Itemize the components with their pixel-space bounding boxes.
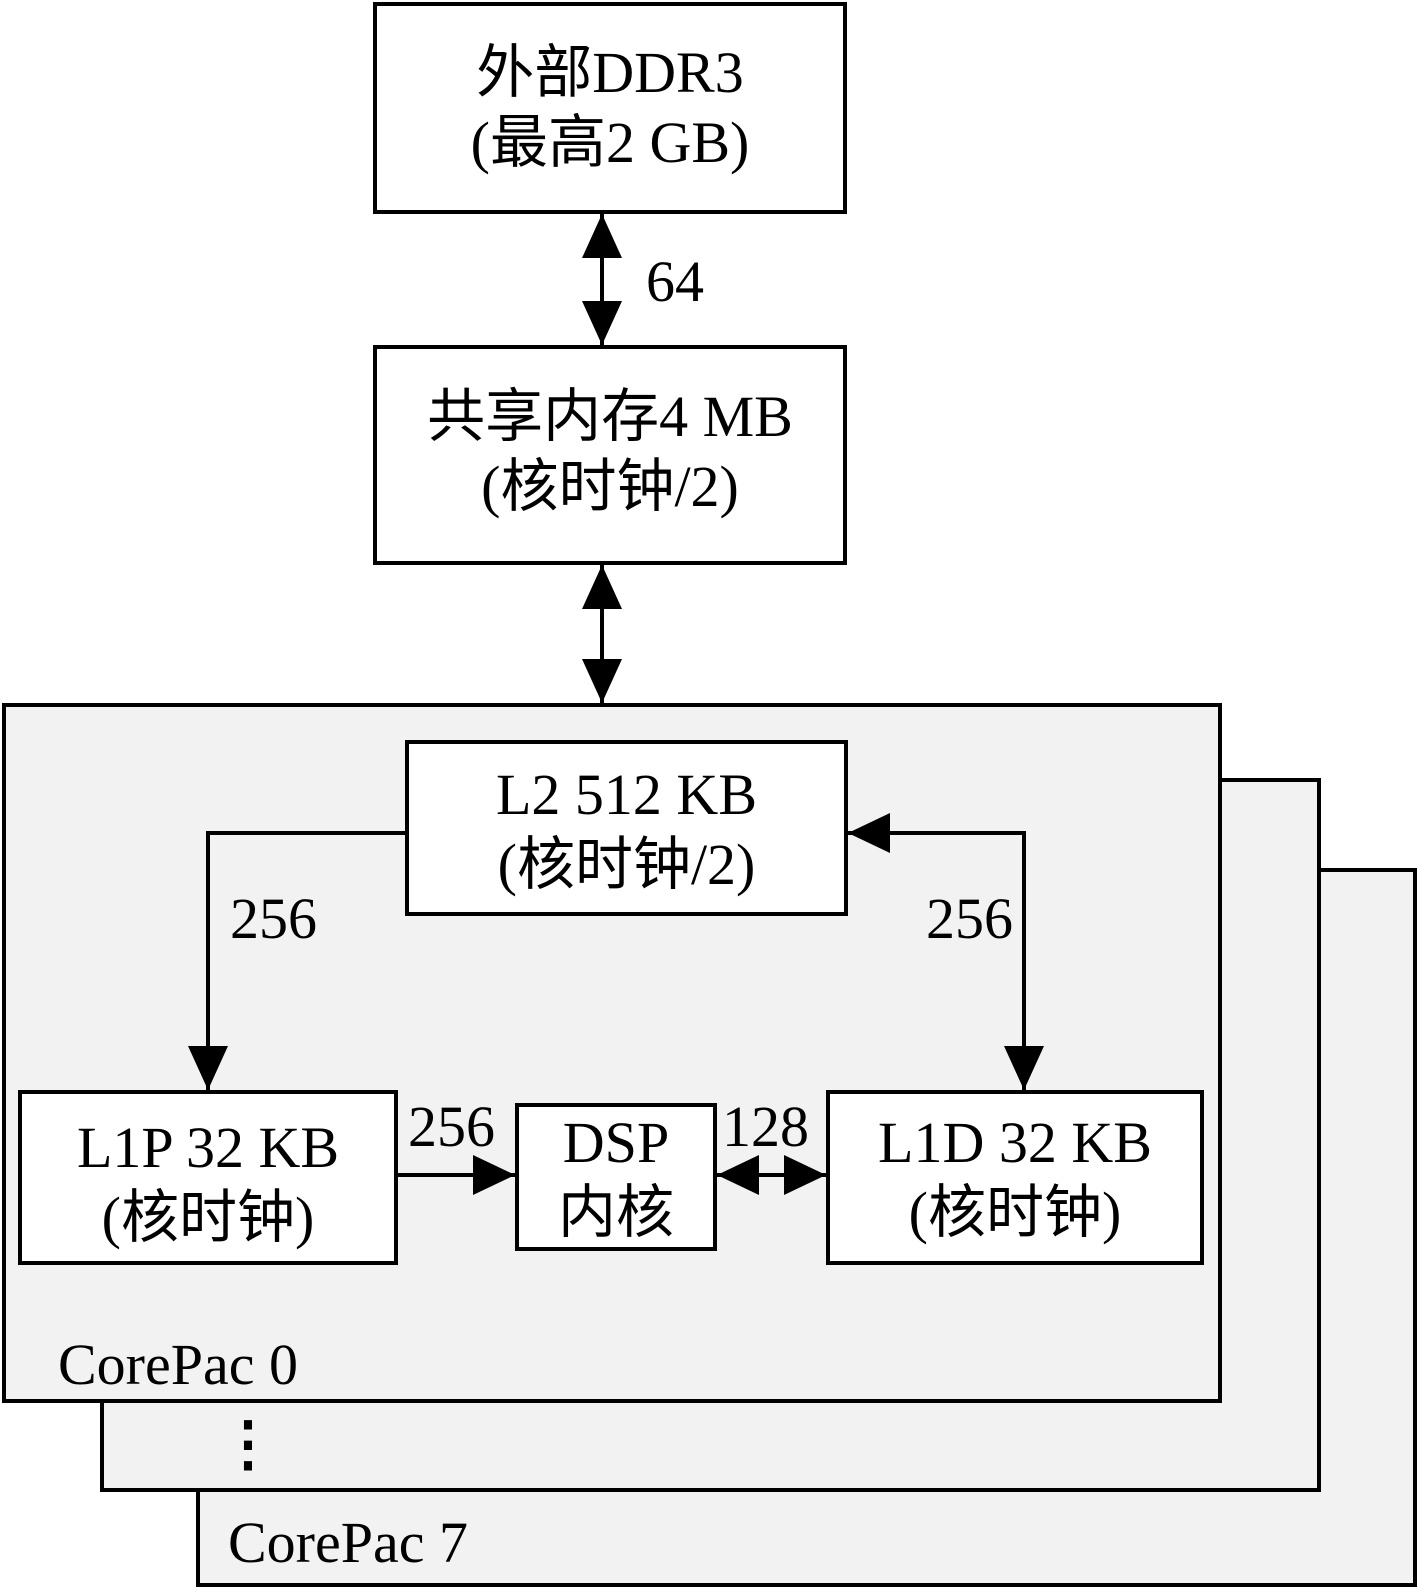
ddr3-label: 外部DDR3 (最高2 GB): [373, 38, 847, 177]
ddr3-capacity: (最高2 GB): [470, 109, 750, 175]
arrow-l2-l1d: [848, 831, 1026, 1090]
bus-width-ddr: 64: [646, 249, 704, 314]
shared-memory-label: 共享内存4 MB (核时钟/2): [373, 382, 847, 521]
l1d-box: [826, 1090, 1204, 1265]
l2-box: [405, 740, 848, 916]
l2-label: L2 512 KB (核时钟/2): [405, 760, 848, 899]
ddr3-box: [373, 2, 847, 214]
shared-memory-title: 共享内存4 MB: [427, 384, 793, 449]
l1p-box: [18, 1090, 398, 1265]
shared-memory-clock: (核时钟/2): [481, 453, 739, 519]
corepac-7-label: CorePac 7: [228, 1510, 468, 1575]
bus-width-l1p-dsp: 256: [408, 1094, 495, 1159]
shared-memory-box: [373, 345, 847, 565]
dsp-subtitle: 内核: [557, 1179, 674, 1245]
bus-width-dsp-l1d: 128: [722, 1094, 809, 1159]
l1d-clock: (核时钟): [908, 1179, 1122, 1245]
l1p-label: L1P 32 KB (核时钟): [18, 1113, 398, 1252]
corepac-0-label: CorePac 0: [58, 1332, 298, 1397]
dsp-core-label: DSP 内核: [515, 1108, 717, 1247]
bus-width-l2-l1d: 256: [926, 886, 1013, 951]
l1d-label: L1D 32 KB (核时钟): [826, 1108, 1204, 1247]
ddr3-title: 外部DDR3: [476, 40, 744, 105]
bus-width-l2-l1p: 256: [230, 886, 317, 951]
dsp-title: DSP: [562, 1110, 670, 1175]
l1d-title: L1D 32 KB: [878, 1110, 1152, 1175]
dsp-core-box: [515, 1103, 717, 1251]
l1p-title: L1P 32 KB: [76, 1115, 340, 1180]
l2-clock: (核时钟/2): [497, 831, 756, 897]
l1p-clock: (核时钟): [101, 1184, 315, 1250]
arrow-l2-l1p: [206, 831, 407, 1090]
l2-title: L2 512 KB: [496, 762, 757, 827]
corepac-ellipsis: ⋮: [218, 1411, 278, 1477]
